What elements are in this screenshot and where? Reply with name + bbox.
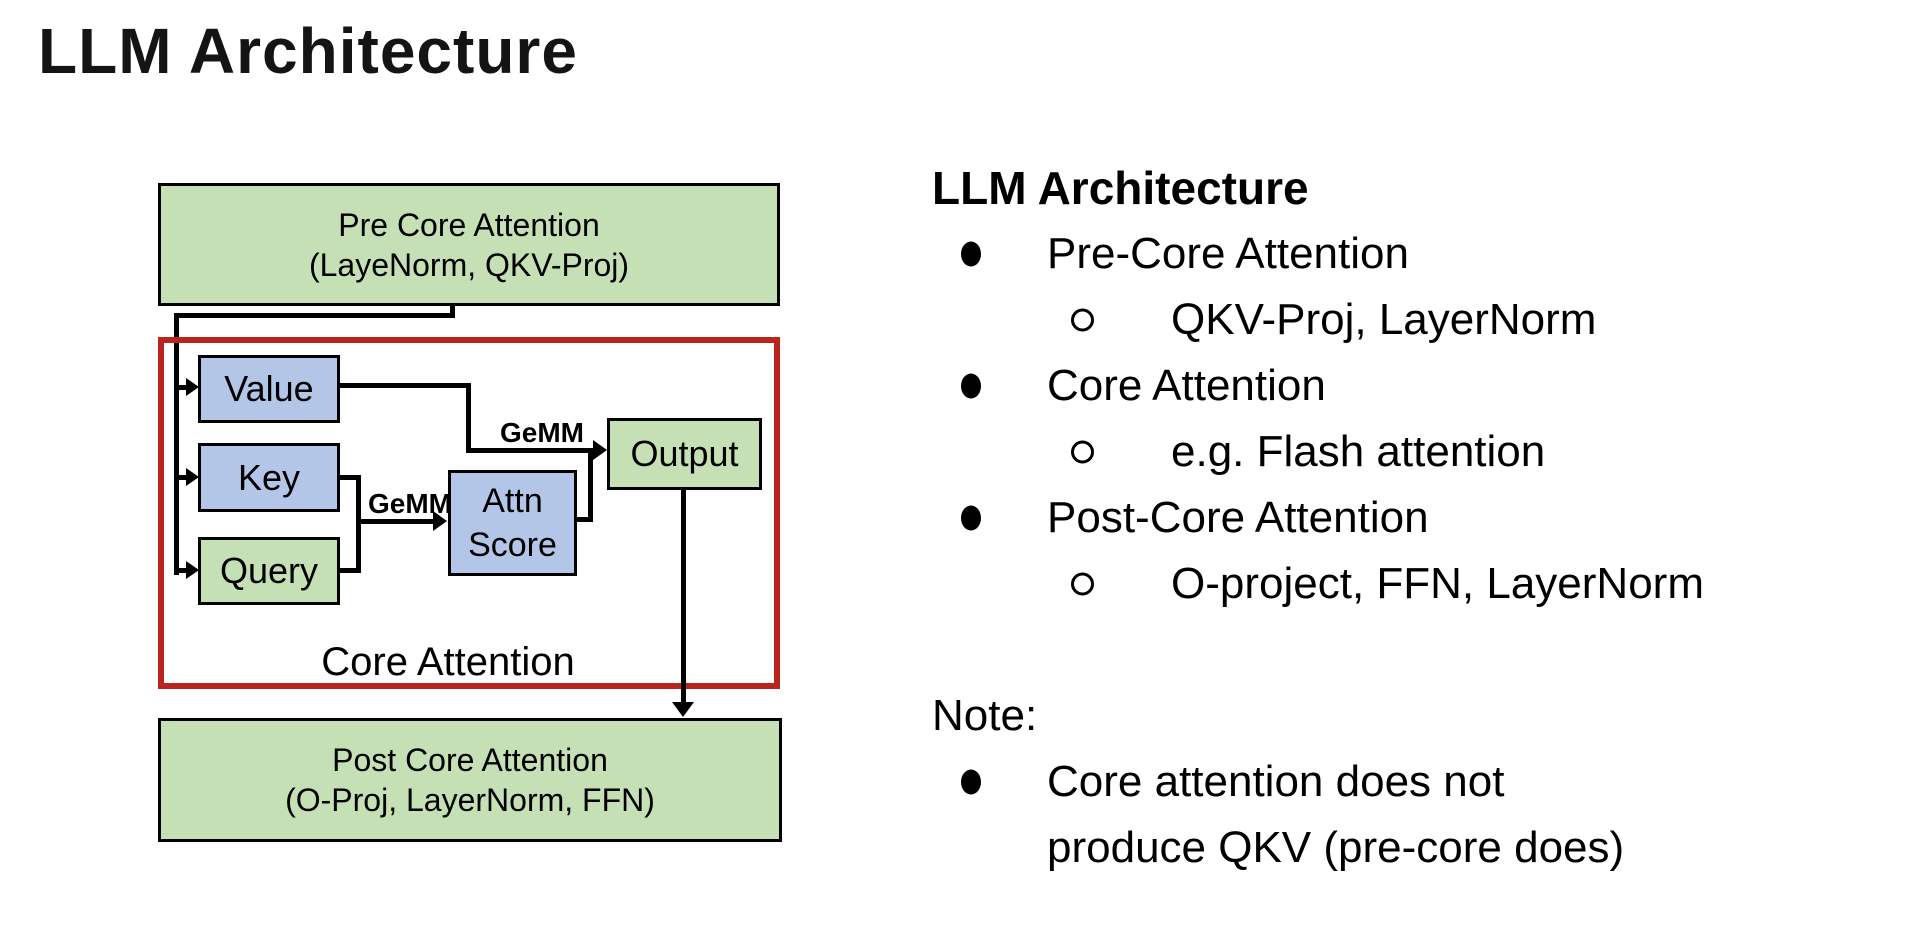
arrowhead-into-value xyxy=(186,378,199,396)
branch-line-query xyxy=(176,568,188,573)
bullet-core-attention: Core Attention xyxy=(932,353,1872,419)
arrowhead-into-post xyxy=(672,702,694,717)
query-label: Query xyxy=(219,550,319,591)
subbullet-qkv-proj-layernorm: QKV-Proj, LayerNorm xyxy=(932,287,1872,353)
key-box: Key xyxy=(198,443,340,512)
note-heading: Note: xyxy=(932,691,1038,740)
branch-line-value xyxy=(176,385,188,390)
attn-out-vertical xyxy=(588,450,593,522)
note-bullet-line2: produce QKV (pre-core does) xyxy=(1047,823,1625,872)
bullet-dot-icon xyxy=(961,241,981,267)
gemm-label-top: GeMM xyxy=(500,417,584,448)
connector-left-vertical xyxy=(174,313,179,575)
bullet-circle-icon xyxy=(1071,572,1094,596)
post-core-attention-line1: Post Core Attention xyxy=(332,742,608,778)
arrowhead-into-attn xyxy=(433,511,447,531)
query-box: Query xyxy=(198,537,340,605)
attn-score-line2: Score xyxy=(468,526,557,564)
key-query-join-vertical xyxy=(356,475,361,573)
branch-line-key xyxy=(176,475,188,480)
pre-core-attention-box: Pre Core Attention (LayeNorm, QKV-Proj) xyxy=(158,183,780,306)
subbullet-oproject-ffn-layernorm: O-project, FFN, LayerNorm xyxy=(932,551,1872,617)
bullet-dot-icon xyxy=(961,505,981,531)
bullet-text: Pre-Core Attention xyxy=(1047,229,1409,278)
bullet-circle-icon xyxy=(1071,440,1094,464)
gemm-label-mid: GeMM xyxy=(368,488,452,519)
attn-score-box: Attn Score xyxy=(448,470,577,576)
bullet-circle-icon xyxy=(1071,308,1094,332)
bullet-text: Core Attention xyxy=(1047,361,1326,410)
value-box: Value xyxy=(198,355,340,423)
core-attention-caption: Core Attention xyxy=(321,640,575,684)
pre-core-attention-line2: (LayeNorm, QKV-Proj) xyxy=(308,246,630,283)
arrowhead-into-output xyxy=(593,440,607,460)
notes-heading: LLM Architecture xyxy=(932,162,1309,214)
note-bullet-line1-row: Core attention does not xyxy=(932,749,1872,815)
key-out-horizontal xyxy=(338,475,361,480)
subbullet-text: e.g. Flash attention xyxy=(1171,427,1546,476)
value-out-vertical xyxy=(466,383,471,453)
note-heading-row: Note: xyxy=(932,683,1872,749)
subbullet-text: O-project, FFN, LayerNorm xyxy=(1171,559,1704,608)
core-attention-region-outline xyxy=(158,337,780,689)
post-core-attention-box: Post Core Attention (O-Proj, LayerNorm, … xyxy=(158,718,782,842)
bullet-post-core-attention: Post-Core Attention xyxy=(932,485,1872,551)
bullet-dot-icon xyxy=(961,373,981,399)
value-out-horizontal xyxy=(338,383,471,388)
pre-core-attention-line1: Pre Core Attention xyxy=(338,206,600,243)
spacer-row xyxy=(932,617,1872,683)
key-label: Key xyxy=(237,456,301,498)
subbullet-flash-attention: e.g. Flash attention xyxy=(932,419,1872,485)
query-out-horizontal xyxy=(338,568,361,573)
arrowhead-into-key xyxy=(186,468,199,486)
output-down-vertical xyxy=(681,488,686,704)
connector-pre-horizontal xyxy=(174,313,455,318)
post-core-attention-line2: (O-Proj, LayerNorm, FFN) xyxy=(285,782,655,818)
note-bullet-line1: Core attention does not xyxy=(1047,757,1505,806)
into-attn-horizontal xyxy=(356,519,434,524)
bullet-pre-core-attention: Pre-Core Attention xyxy=(932,221,1872,287)
connector-pre-stub xyxy=(450,306,455,316)
slide-title: LLM Architecture xyxy=(38,15,578,87)
output-label: Output xyxy=(630,433,739,474)
output-box: Output xyxy=(607,418,762,490)
value-label: Value xyxy=(224,368,314,409)
notes-heading-row: LLM Architecture xyxy=(932,155,1872,221)
note-bullet-line2-row: produce QKV (pre-core does) xyxy=(932,815,1872,881)
bullet-dot-icon xyxy=(961,769,981,795)
notes-column: LLM Architecture Pre-Core Attention QKV-… xyxy=(932,155,1872,881)
arrowhead-into-query xyxy=(186,561,199,579)
bullet-text: Post-Core Attention xyxy=(1047,493,1429,542)
attn-out-horizontal xyxy=(577,517,593,522)
subbullet-text: QKV-Proj, LayerNorm xyxy=(1171,295,1597,344)
into-output-horizontal xyxy=(466,448,594,453)
attn-score-line1: Attn xyxy=(482,482,543,520)
